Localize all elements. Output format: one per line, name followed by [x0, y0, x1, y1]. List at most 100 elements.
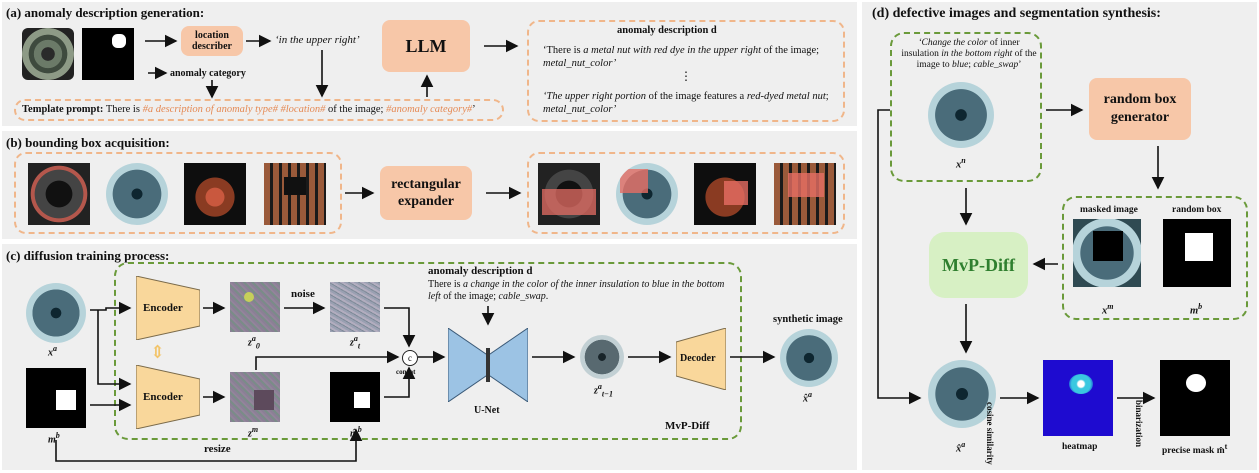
arrow-mhat-to-concat: [384, 366, 416, 398]
xhat-a-base: x̂: [803, 393, 808, 405]
mvp-diff-training-box: [114, 262, 742, 440]
panel-c-title: (c) diffusion training process:: [6, 248, 170, 263]
arrow-zm-to-concat: [255, 350, 400, 370]
panel-d-title: (d) defective images and segmentation sy…: [872, 6, 1161, 21]
zm-sup: m: [251, 425, 259, 434]
input-images-box: [14, 152, 342, 234]
template-text-4: #location#: [280, 104, 326, 115]
d-prompt-4: of the image to: [916, 49, 1037, 70]
x-m-black-box: [1093, 231, 1123, 261]
d-prompt-5: blue: [951, 60, 969, 70]
encoder-shape-top: [136, 276, 200, 340]
unet-shape: [448, 328, 528, 402]
anomaly-mask-image: [82, 28, 134, 80]
x-n-sup: n: [961, 156, 966, 165]
decoder-shape: [676, 328, 726, 390]
concat-symbol: c: [408, 353, 412, 363]
x-a-sup: a: [53, 344, 57, 353]
template-text-5: of the image;: [325, 104, 387, 115]
random-box-label: random box: [1172, 205, 1222, 215]
random-box-image: [1163, 219, 1231, 287]
grid-box-image: [774, 163, 836, 225]
bottle-box-image: [538, 163, 600, 225]
template-prompt: Template prompt: There is #a description…: [22, 103, 476, 116]
m-b-base: m: [48, 434, 56, 446]
m-b-white-square: [56, 390, 76, 410]
zt-label: zat: [350, 334, 360, 350]
cable-box-image: [616, 163, 678, 225]
template-prompt-box: [14, 99, 504, 121]
xhat-d-base: x̂: [956, 443, 962, 455]
decoder-label: Decoder: [680, 353, 716, 364]
m-b-label: mb: [48, 431, 60, 445]
z0-blob: [244, 292, 254, 302]
z0-sub: 0: [255, 341, 260, 351]
synthetic-image: [780, 329, 838, 387]
x-n-base: x: [956, 159, 962, 171]
desc-2c: red-dyed metal nut: [746, 91, 826, 102]
precise-mask-base: precise mask m̂: [1162, 446, 1225, 457]
random-box-generator-box: random box generator: [1089, 78, 1191, 140]
d-m-b-label: mb: [1190, 302, 1202, 317]
x-m-base: x: [1102, 305, 1108, 317]
cable-image-b: [106, 163, 168, 225]
zt-image: [330, 282, 380, 332]
anomaly-description-title: anomaly description d: [617, 25, 717, 36]
random-box-generator-label: random box generator: [1103, 92, 1177, 125]
z0-base: z: [248, 337, 252, 349]
arrow-zt-to-concat: [384, 307, 416, 348]
random-box-white-square: [1185, 233, 1213, 261]
x-m-image: [1073, 219, 1141, 287]
llm-label: LLM: [405, 35, 447, 56]
desc-2e: metal_nut_color’: [543, 104, 617, 115]
d-prompt: ‘Change the color of inner insulation in…: [900, 38, 1038, 71]
c-description-title: anomaly description d: [428, 265, 533, 277]
zm-mask-patch: [254, 390, 274, 410]
zt-sup: a: [353, 334, 358, 343]
unet-label: U-Net: [474, 405, 500, 416]
mhat-b-white-square: [354, 392, 370, 408]
anomaly-description-box: [527, 20, 845, 122]
desc-2d: ;: [825, 91, 829, 102]
location-describer-label: location describer: [192, 30, 232, 52]
c-desc-1: There is: [428, 279, 463, 290]
output-boxes-box: [527, 152, 845, 234]
concat-circle: c: [402, 350, 418, 366]
hazelnut-box-image: [694, 163, 756, 225]
z0-label: za0: [248, 334, 260, 350]
mvp-diff-box: MvP-Diff: [929, 232, 1028, 298]
hazelnut-box-overlay: [724, 181, 748, 205]
d-m-b-sup: b: [1198, 302, 1203, 311]
c-desc-2: a change in the color of the inner insul…: [428, 279, 725, 302]
precise-mask-image: [1160, 360, 1230, 436]
mvp-diff-label: MvP-Diff: [942, 254, 1015, 275]
d-prompt-3: in the bottom right: [941, 49, 1013, 59]
d-prompt-1: ‘Change the color: [918, 38, 988, 48]
arrow-xn-bypass: [877, 109, 922, 405]
d-m-b-base: m: [1190, 305, 1199, 317]
zt1-image: [580, 335, 624, 379]
desc-2a: ‘The upper right portion: [543, 91, 646, 102]
expander-label: rectangular expander: [391, 177, 461, 209]
c-description-text: There is a change in the color of the in…: [428, 279, 728, 303]
x-a-image: [26, 283, 86, 343]
anomaly-description-2: ‘The upper right portion of the image fe…: [543, 90, 839, 116]
z0-image: [230, 282, 280, 332]
xhat-d-image: [928, 360, 996, 428]
bottle-box-overlay: [542, 189, 596, 215]
template-text-6: #anomaly category#: [386, 104, 473, 115]
template-text-2: #a description of anomaly type#: [142, 104, 278, 115]
heatmap-label: heatmap: [1062, 442, 1098, 452]
anomaly-description-1: ‘There is a metal nut with red dye in th…: [543, 44, 839, 70]
zt1-base: z: [594, 385, 598, 397]
precise-mask-label: precise mask m̂t: [1162, 442, 1227, 456]
template-label: Template prompt:: [22, 104, 104, 115]
grid-image: [264, 163, 326, 225]
c-desc-3: of the image;: [440, 291, 499, 302]
x-a-label: xa: [48, 344, 57, 358]
location-output: ‘in the upper right’: [275, 34, 360, 46]
prompt-input-box: [890, 32, 1042, 182]
bottle-image: [28, 163, 90, 225]
synthetic-image-label: synthetic image: [773, 314, 843, 325]
